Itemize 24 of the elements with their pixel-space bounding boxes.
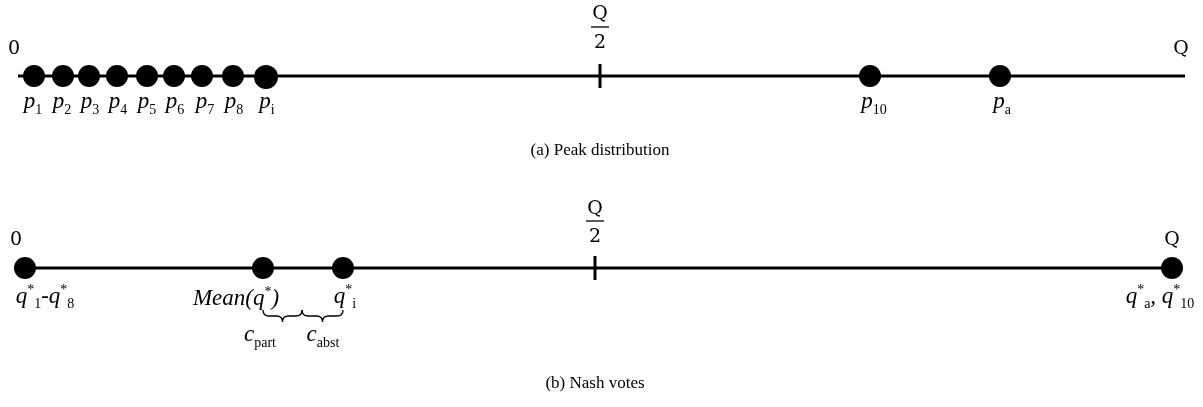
axis-label: 0 [7,37,21,57]
point-label: p$_{i}$ [259,89,275,117]
point-label: p$_{4}$ [108,89,128,117]
fraction-numerator: Q [592,2,608,22]
fraction-denominator: 2 [593,31,607,51]
point-label: p$_{1}$ [23,89,43,117]
caption: (b) Nash votes [545,373,645,391]
point-label: p$_{8}$ [224,89,244,117]
brace-label: c$_{part}$ [244,322,276,350]
point-label: p$_{2}$ [52,89,72,117]
axis-label: Q [1173,37,1189,57]
point-label: p$_{a}$ [993,89,1011,117]
axis-label: Q [1164,228,1180,248]
brace-label: c$_{abst}$ [306,322,340,350]
caption: (a) Peak distribution [530,140,670,158]
fraction-denominator: 2 [588,225,602,245]
axis-label: 0 [9,228,23,248]
point-label: p$_{10}$ [861,89,887,117]
point-label: p$_{6}$ [165,89,185,117]
point-label: Mean(q$^{*}$) [192,285,280,309]
fraction-numerator: Q [587,197,603,217]
point-label: p$_{5}$ [137,89,157,117]
point-label: p$_{7}$ [195,89,215,117]
point-label: p$_{3}$ [80,89,100,117]
